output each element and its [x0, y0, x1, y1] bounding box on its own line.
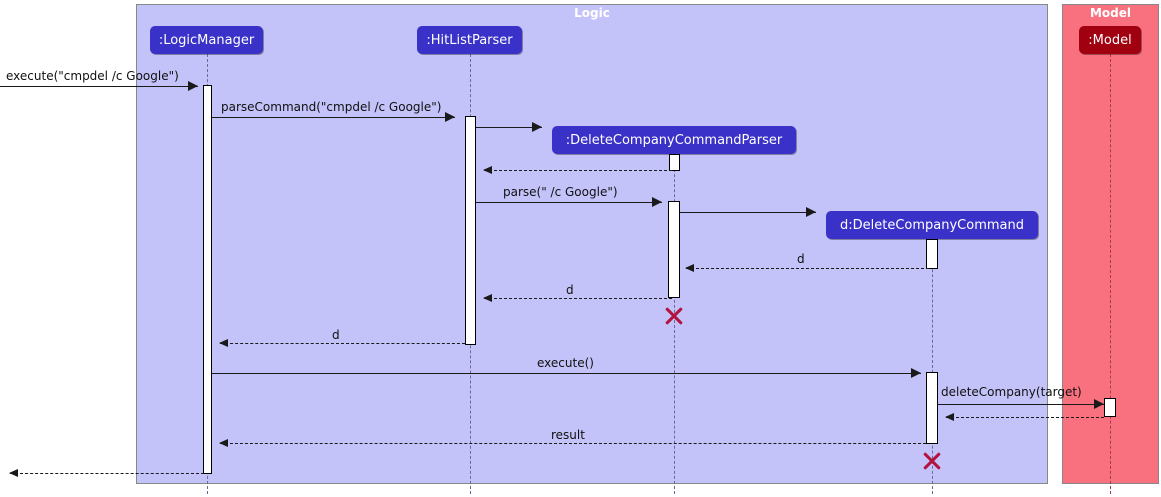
participant-delete-company-command-parser-label: :DeleteCompanyCommandParser	[565, 132, 783, 148]
group-logic-title: Logic	[574, 6, 610, 20]
message-label-delete-company: deleteCompany(target)	[941, 385, 1082, 399]
message-arrowhead-parse-arg	[652, 197, 662, 207]
message-line-parse-arg	[476, 202, 662, 203]
participant-model[interactable]: :Model	[1079, 26, 1141, 54]
message-line-parser-return	[484, 170, 672, 171]
message-line-create-command	[680, 212, 816, 213]
message-arrowhead-create-parser	[532, 122, 542, 132]
message-line-execute-call	[212, 373, 921, 374]
message-arrowhead-parser-return	[483, 166, 492, 174]
message-arrowhead-command-return-d	[685, 264, 694, 272]
message-label-parse-arg: parse(" /c Google")	[503, 185, 618, 199]
message-arrowhead-delete-company	[1094, 399, 1104, 409]
participant-delete-company-command-parser[interactable]: :DeleteCompanyCommandParser	[552, 126, 796, 154]
message-line-command-return-d	[686, 268, 929, 269]
lifeline-model	[1110, 54, 1111, 494]
message-arrowhead-parser-return-d	[483, 294, 492, 302]
message-arrowhead-logic-return-d	[219, 339, 228, 347]
act-command-execute	[926, 372, 938, 444]
message-arrowhead-execute-call	[911, 368, 921, 378]
participant-delete-company-command-label: d:DeleteCompanyCommand	[839, 217, 1024, 233]
act-logic-manager	[203, 85, 212, 474]
message-label-result-return: result	[551, 428, 585, 442]
act-model	[1104, 398, 1116, 417]
message-label-execute-call: execute()	[537, 356, 594, 370]
message-label-parse-command: parseCommand("cmpdel /c Google")	[221, 100, 442, 114]
message-label-logic-return-d: d	[332, 328, 340, 342]
message-line-result-return	[220, 443, 926, 444]
message-line-parser-return-d	[484, 298, 672, 299]
message-arrowhead-parse-command	[445, 112, 455, 122]
message-label-parser-return-d: d	[566, 283, 574, 297]
participant-delete-company-command[interactable]: d:DeleteCompanyCommand	[826, 211, 1038, 239]
message-line-execute-cmpdel	[0, 86, 198, 87]
message-label-command-return-d: d	[797, 252, 805, 266]
message-line-parse-command	[212, 117, 455, 118]
message-line-final-return	[10, 473, 204, 474]
act-parser-parse	[668, 201, 680, 298]
act-command-create	[926, 239, 938, 269]
group-model-title: Model	[1089, 6, 1132, 20]
message-label-execute-cmpdel: execute("cmpdel /c Google")	[6, 69, 179, 83]
message-arrowhead-model-return	[945, 413, 954, 421]
lifeline-delete-company-command	[932, 239, 933, 494]
message-arrowhead-create-command	[806, 207, 816, 217]
participant-model-label: :Model	[1088, 32, 1132, 48]
participant-hit-list-parser[interactable]: :HitListParser	[417, 26, 522, 54]
act-hit-list-parser	[465, 116, 476, 345]
message-line-logic-return-d	[220, 343, 465, 344]
message-line-delete-company	[938, 404, 1104, 405]
act-parser-create	[669, 154, 680, 171]
message-line-create-parser	[476, 127, 542, 128]
message-arrowhead-execute-cmpdel	[188, 81, 198, 91]
group-logic	[136, 4, 1048, 484]
message-arrowhead-final-return	[9, 469, 18, 477]
message-arrowhead-result-return	[219, 439, 228, 447]
destroy-parser-icon	[663, 305, 685, 327]
destroy-command-icon	[921, 450, 943, 472]
participant-logic-manager[interactable]: :LogicManager	[150, 26, 263, 54]
message-line-model-return	[946, 417, 1104, 418]
participant-logic-manager-label: :LogicManager	[158, 32, 255, 48]
participant-hit-list-parser-label: :HitListParser	[426, 32, 513, 48]
